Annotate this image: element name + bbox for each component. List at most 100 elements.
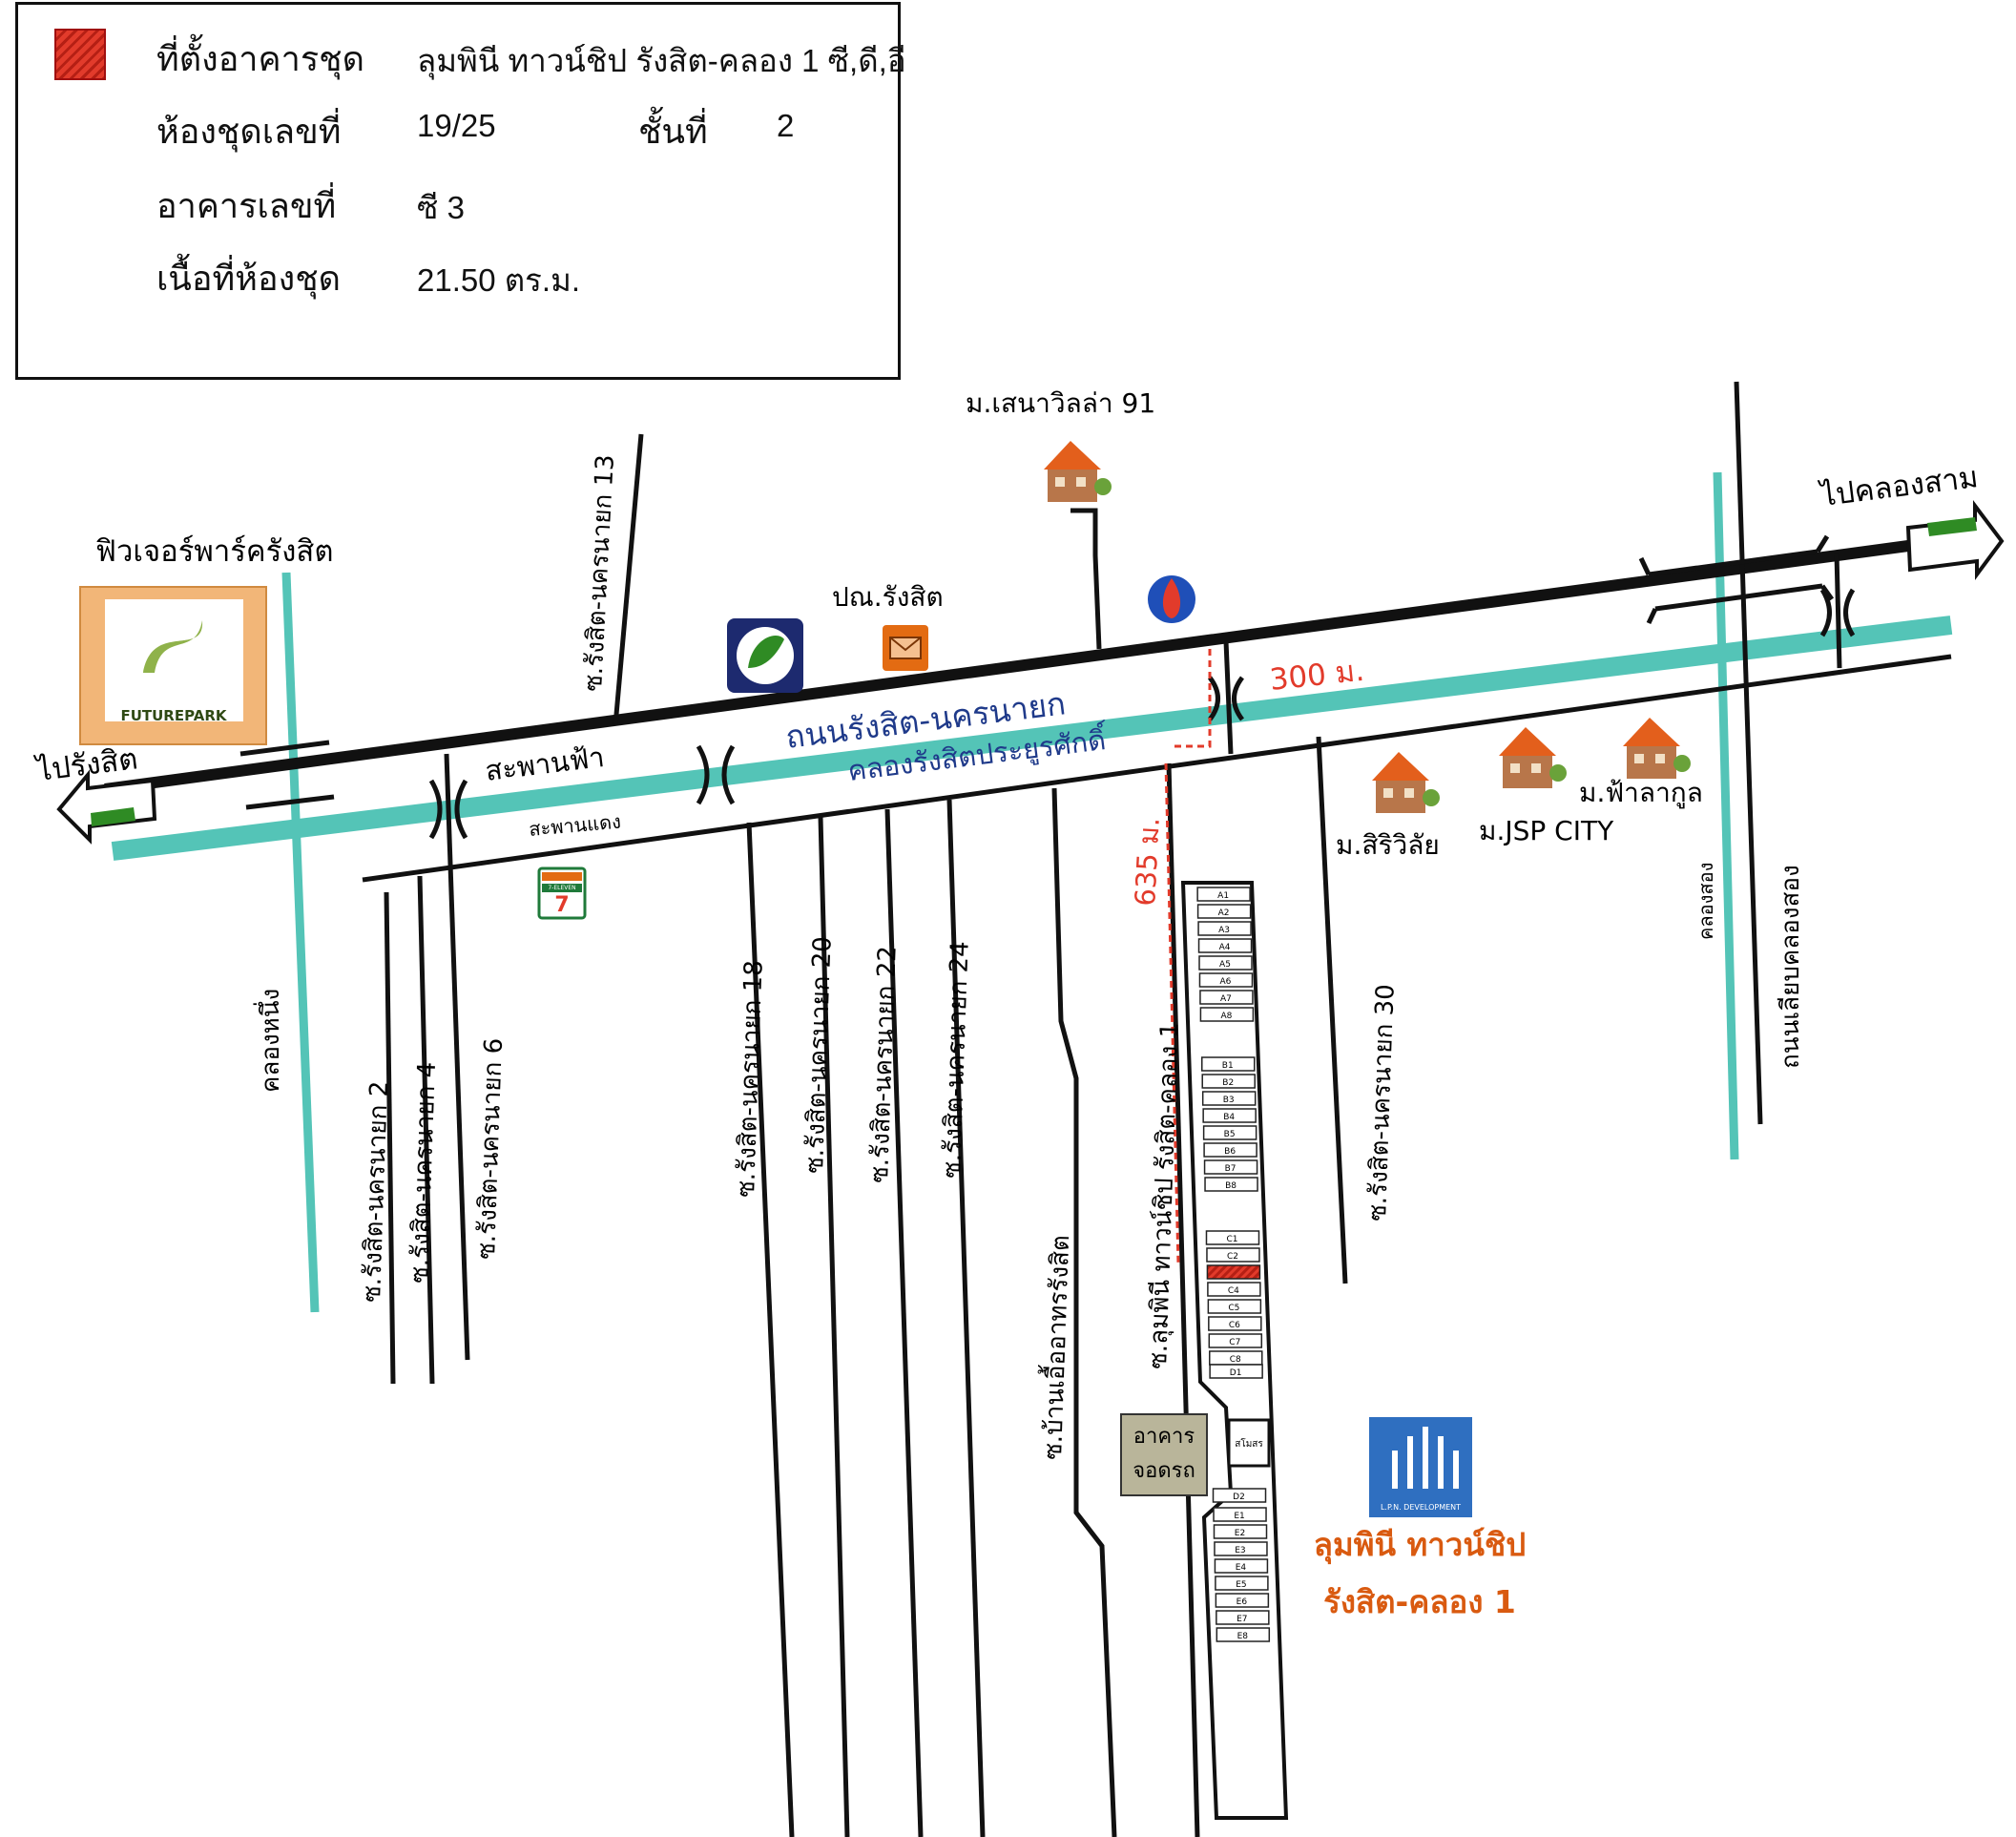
seven-stripe-orange [542, 872, 582, 881]
side-roads [384, 381, 1842, 1837]
building-block [1206, 1247, 1260, 1263]
building-block-label: B4 [1223, 1113, 1235, 1122]
futurepark-logo-inner [105, 599, 243, 721]
building-block-label: E8 [1237, 1632, 1249, 1641]
soi-20-line [818, 816, 850, 1837]
house-icon-fah [1623, 718, 1691, 779]
canal-2-line [1713, 471, 1739, 1160]
village-jsp-label: ม.JSP CITY [1479, 815, 1614, 846]
main-road [104, 540, 1952, 883]
building-block [1199, 990, 1254, 1005]
lumpini-title-2: รังสิต-คลอง 1 [1323, 1583, 1516, 1620]
soi-13-label: ซ.รังสิต-นครนายก 13 [579, 454, 620, 693]
building-block-label: A6 [1220, 977, 1232, 987]
futurepark-logo-text: FUTUREPARK [120, 707, 227, 724]
lpn-logo-text: L.P.N. DEVELOPMENT [1381, 1503, 1461, 1512]
label-building-number: อาคารเลขที่ [156, 187, 337, 226]
info-legend-box: ที่ตั้งอาคารชุด ลุมพินี ทาวน์ชิป รังสิต-… [15, 2, 906, 380]
distance-markers [1164, 649, 1212, 1265]
direction-arrows [56, 500, 2005, 845]
building-block [1214, 1558, 1269, 1574]
lumpini-title-1: ลุมพินี ทาวน์ชิป [1314, 1526, 1527, 1565]
building-block-label: E3 [1235, 1546, 1245, 1555]
building-block [1198, 955, 1253, 971]
building-block-label: E2 [1235, 1529, 1245, 1538]
building-block-highlighted [1206, 1264, 1261, 1280]
soi-30-line [1316, 736, 1348, 1284]
futurepark-logo: FUTUREPARK [79, 586, 267, 745]
soi-24-line [946, 799, 986, 1837]
soi-24-label: ซ.รังสิต-นครนายก 24 [938, 941, 975, 1179]
building-block [1201, 1056, 1256, 1072]
clubhouse-label: สโมสร [1235, 1437, 1263, 1450]
value-building-location: ลุมพินี ทาวน์ชิป รังสิต-คลอง 1 ซี,ดี,อี [417, 43, 906, 78]
seven-label: 7-ELEVEN [548, 885, 575, 891]
to-khlong-sam-label: ไปคลองสาม [1817, 460, 1981, 513]
building-block [1196, 904, 1252, 919]
dist-300-path [1172, 649, 1212, 748]
building-block-label: B5 [1224, 1130, 1236, 1139]
building-blocks: A1A2A3A4A5A6A7A8B1B2B3B4B5B6B7B8C1C2C4C5… [1196, 887, 1271, 1642]
building-block-label: A2 [1218, 908, 1230, 918]
soi-lumpini-line [1166, 762, 1200, 1837]
bridge-sky-label: สะพานฟ้า [484, 741, 607, 787]
bridge-red [696, 744, 736, 805]
ptt-station-icon [1148, 575, 1195, 623]
building-block [1212, 1488, 1267, 1503]
frontage-road-line [362, 654, 1952, 883]
building-block [1201, 1091, 1257, 1106]
building-block-label: C5 [1228, 1304, 1239, 1313]
soi-20-label: ซ.รังสิต-นครนายก 20 [800, 936, 838, 1174]
bridge-300 [1207, 676, 1245, 721]
building-block [1208, 1333, 1263, 1348]
village-fah-label: ม.ฟ้าลากูล [1579, 777, 1703, 809]
bridge-sky [428, 779, 468, 840]
arrow-right-green [1927, 517, 1977, 536]
building-block [1209, 1364, 1263, 1379]
house-icon-siri [1372, 752, 1440, 813]
building-block-label: E1 [1234, 1512, 1244, 1521]
building-block [1204, 1177, 1258, 1192]
bridge-west [239, 740, 335, 810]
soi-22-line [884, 808, 924, 1837]
building-block-label: B3 [1223, 1096, 1235, 1105]
building-block [1199, 1007, 1255, 1022]
building-block [1213, 1524, 1268, 1539]
lpn-logo-bars [1392, 1427, 1459, 1489]
bangchak-station-icon [727, 618, 803, 693]
soi-baan-label: ซ.บ้านเอื้ออาทรรังสิต [1034, 1235, 1075, 1461]
bridges [239, 534, 1856, 840]
bridge-canal2 [1648, 549, 1823, 612]
building-block [1203, 1159, 1258, 1175]
building-block [1207, 1282, 1261, 1297]
building-block [1215, 1593, 1270, 1608]
lpn-logo: L.P.N. DEVELOPMENT [1369, 1417, 1472, 1517]
clubhouse-box [1227, 1418, 1271, 1468]
building-block [1202, 1125, 1257, 1140]
canal-1-label: คลองหนึ่ง [253, 989, 285, 1093]
parking-label-2: จอดรถ [1133, 1459, 1195, 1483]
building-block [1198, 972, 1254, 988]
label-unit-number: ห้องชุดเลขที่ [156, 113, 342, 152]
soi-6-line [444, 753, 470, 1361]
east-cross-line [1834, 553, 1842, 669]
building-block [1208, 1316, 1262, 1331]
value-unit-number: 19/25 [417, 108, 496, 143]
unit-location-swatch [54, 29, 106, 80]
soi-lumpini-stub [1223, 640, 1234, 755]
post-office-label: ปณ.รังสิต [832, 581, 944, 613]
bangchak-leaf [748, 635, 784, 668]
value-unit-area: 21.50 ตร.ม. [417, 262, 580, 298]
building-block [1197, 938, 1253, 953]
building-block-label: C8 [1230, 1355, 1241, 1365]
ptt-flame [1162, 578, 1181, 618]
building-block [1197, 921, 1252, 936]
building-block-label: B8 [1225, 1181, 1237, 1191]
building-block [1207, 1299, 1262, 1314]
building-block-label: A4 [1219, 943, 1231, 952]
sena-access-line [1070, 508, 1102, 650]
dist-635-path [1164, 762, 1180, 1265]
seven-stripe-green [542, 884, 582, 892]
lumpini-site-plan: A1A2A3A4A5A6A7A8B1B2B3B4B5B6B7B8C1C2C4C5… [1120, 881, 1289, 1820]
building-block-label: D1 [1230, 1368, 1242, 1378]
